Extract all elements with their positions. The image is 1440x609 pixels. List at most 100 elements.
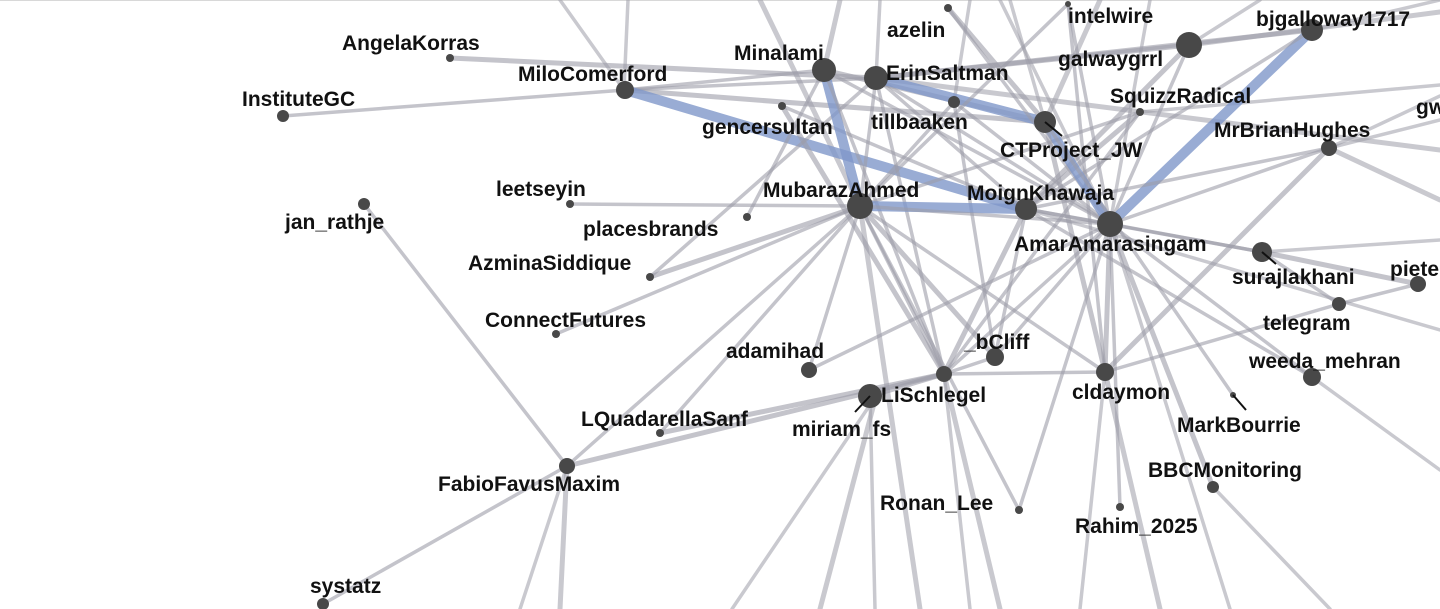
node-lquadarellasanf[interactable] — [656, 429, 664, 437]
node-label-connectfutures: ConnectFutures — [485, 309, 646, 332]
node-label-lquadarellasanf: LQuadarellaSanf — [581, 408, 749, 431]
node-bbcmonitoring[interactable] — [1207, 481, 1219, 493]
node-label-institutegc: InstituteGC — [242, 88, 355, 111]
node-weeda-mehran[interactable] — [1303, 368, 1321, 386]
graph-edge-stub — [1260, 238, 1440, 254]
edge-layer — [518, 0, 1440, 609]
node-adamihad[interactable] — [801, 362, 817, 378]
graph-edge — [1023, 109, 1143, 212]
graph-edge-stub — [558, 0, 626, 92]
node-bjgalloway1717[interactable] — [1301, 19, 1323, 41]
graph-edge — [858, 110, 1142, 208]
node-label--bcliff: _bCliff — [963, 331, 1030, 354]
node-galwaygrrl[interactable] — [1176, 32, 1202, 58]
node-label-mrbrianhughes: MrBrianHughes — [1214, 119, 1370, 142]
node-jan-rathje[interactable] — [358, 198, 370, 210]
graph-edge — [1108, 222, 1122, 509]
graph-edge — [952, 100, 1112, 226]
node-systatz[interactable] — [317, 598, 329, 609]
node-azelin[interactable] — [944, 4, 952, 12]
node-label-ronan-lee: Ronan_Lee — [880, 492, 993, 515]
graph-edge — [873, 27, 1315, 81]
node-connectfutures[interactable] — [552, 330, 560, 338]
node-amaramarasingam[interactable] — [1097, 211, 1123, 237]
graph-edge-stub — [941, 371, 1003, 609]
graph-edge-stub — [1326, 145, 1440, 203]
node-label-intelwire: intelwire — [1068, 5, 1153, 28]
node-cldaymon[interactable] — [1096, 363, 1114, 381]
node-mrbrianhughes[interactable] — [1321, 140, 1337, 156]
node-lischlegel[interactable] — [936, 366, 952, 382]
node-label-milocomerford: MiloComerford — [518, 63, 667, 86]
label-leader-line — [1261, 251, 1277, 265]
node-piete[interactable] — [1410, 276, 1426, 292]
node-placesbrands[interactable] — [743, 213, 751, 221]
graph-edge-stub — [518, 464, 569, 609]
graph-edge-stub — [1327, 94, 1440, 150]
graph-edge — [858, 2, 1070, 208]
graph-edge — [1108, 222, 1314, 379]
node-label-mubarazahmed: MubarazAhmed — [763, 179, 919, 202]
label-leader-line — [854, 395, 871, 413]
graph-edge — [867, 371, 947, 399]
graph-edge — [942, 110, 1142, 376]
node-label-telegram: telegram — [1263, 312, 1351, 335]
graph-edge — [623, 76, 878, 92]
graph-edge-stub — [857, 203, 923, 609]
graph-edge-stub — [942, 372, 972, 609]
node-tillbaaken[interactable] — [948, 96, 960, 108]
node-telegram[interactable] — [1332, 297, 1346, 311]
graph-edge — [1108, 222, 1264, 254]
node-intelwire[interactable] — [1065, 1, 1071, 7]
graph-edge — [807, 222, 1112, 372]
node-milocomerford[interactable] — [616, 81, 634, 99]
node-erinsaltman[interactable] — [864, 66, 888, 90]
node-label-surajlakhani: surajlakhani — [1232, 266, 1355, 289]
node-fabiofavusmaxim[interactable] — [559, 458, 575, 474]
node-label-systatz: systatz — [310, 575, 381, 598]
node-label-weeda-mehran: weeda_mehran — [1248, 350, 1401, 373]
node-label-gencersultan: gencersultan — [702, 116, 833, 139]
graph-edge — [658, 204, 862, 435]
node-minalami[interactable] — [812, 58, 836, 82]
node-institutegc[interactable] — [277, 110, 289, 122]
graph-edge-stub — [868, 394, 877, 609]
graph-edge — [874, 76, 946, 376]
node-label-lischlegel: LiSchlegel — [881, 384, 986, 407]
graph-edge — [942, 222, 1112, 376]
label-leader-line — [1232, 394, 1247, 411]
graph-edge — [807, 204, 862, 372]
graph-edge — [620, 85, 1031, 214]
node-angelakorras[interactable] — [446, 54, 454, 62]
graph-edge — [657, 371, 947, 436]
graph-edge — [1103, 302, 1341, 374]
node-leetseyin[interactable] — [566, 200, 574, 208]
graph-edge — [1105, 25, 1317, 229]
graph-edge — [1024, 146, 1331, 211]
node-mubarazahmed[interactable] — [847, 193, 873, 219]
node-label-moignkhawaja: MoignKhawaja — [967, 182, 1114, 205]
graph-edge — [447, 55, 879, 81]
node-ronan-lee[interactable] — [1015, 506, 1023, 514]
node-label-fabiofavusmaxim: FabioFavusMaxim — [438, 473, 620, 496]
node-rahim-2025[interactable] — [1116, 503, 1124, 511]
node-label-bjgalloway1717: bjgalloway1717 — [1256, 8, 1410, 31]
node-azminasiddique[interactable] — [646, 273, 654, 281]
edge-layer-links — [281, 2, 1421, 606]
node-squizzradical[interactable] — [1136, 108, 1144, 116]
node-label-amaramarasingam: AmarAmarasingam — [1014, 233, 1207, 256]
node-moignkhawaja[interactable] — [1015, 198, 1037, 220]
node--bcliff[interactable] — [986, 348, 1004, 366]
graph-edge — [871, 73, 1050, 127]
graph-edge — [874, 76, 1028, 211]
graph-edge-stub — [730, 394, 878, 609]
node-gencersultan[interactable] — [778, 102, 786, 110]
graph-edge — [1024, 28, 1314, 211]
node-label-leetseyin: leetseyin — [496, 178, 586, 201]
graph-edge-stub — [1310, 375, 1440, 472]
node-label-azelin: azelin — [887, 19, 945, 42]
graph-edge — [1260, 250, 1341, 306]
graph-edge-stub — [622, 0, 630, 92]
graph-edge-stub — [1102, 369, 1163, 609]
node-label-angelakorras: AngelaKorras — [342, 32, 480, 55]
